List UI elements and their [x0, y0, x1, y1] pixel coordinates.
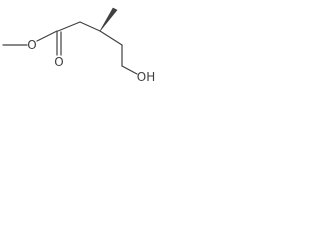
- hydroxyl-label: OH: [137, 70, 155, 84]
- bond-methoxy-oxygen-to-carbonyl-carbon: [36, 30, 58, 42]
- bond-ch2-to-stereocenter: [79, 21, 101, 32]
- bond-stereocenter-to-ch2: [99, 30, 123, 46]
- methoxy-oxygen-label: O: [27, 38, 36, 52]
- bond-carbonyl-carbon-to-ch2: [57, 21, 81, 32]
- stereo-wedge-bond-methyl: [99, 7, 118, 32]
- molecule-diagram: O O OH: [2, 7, 155, 84]
- bond-ch2-to-hydroxyl-oxygen: [121, 65, 138, 75]
- carbonyl-oxygen-label: O: [54, 55, 63, 69]
